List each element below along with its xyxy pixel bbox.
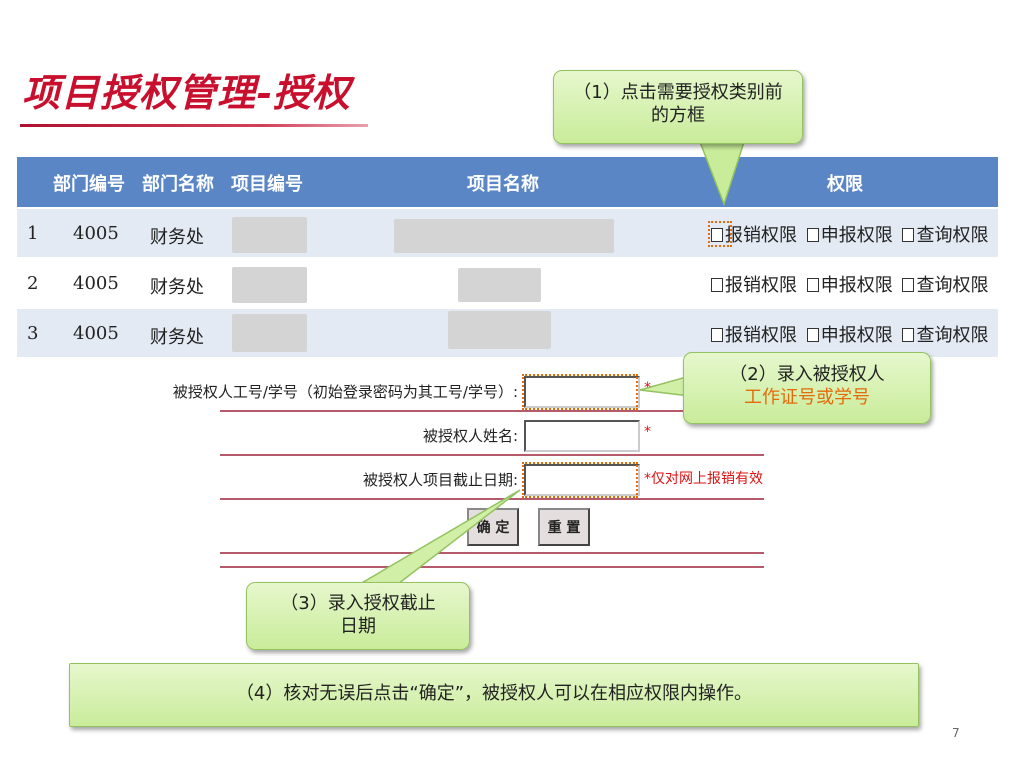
permission-label: 查询权限 <box>916 225 989 246</box>
header-dept-code: 部门编号 <box>53 174 125 195</box>
table-row: 3 4005 财务处 报销权限 申报权限 查询权限 <box>17 307 998 357</box>
form-row-buttons: 确 定 重 置 <box>220 502 764 554</box>
checkbox-icon[interactable] <box>806 328 819 342</box>
page-number: 7 <box>952 726 960 740</box>
redacted-project-name <box>394 219 614 253</box>
checkbox-icon[interactable] <box>806 278 819 292</box>
permission-options: 报销权限 申报权限 查询权限 <box>711 271 992 297</box>
redacted-project-code <box>232 217 307 253</box>
row-index: 2 <box>27 273 39 294</box>
authorization-form: 被授权人工号/学号（初始登录密码为其工号/学号）: * 被授权人姓名: * 被授… <box>173 362 764 570</box>
slide-title: 项目授权管理-授权 <box>22 70 351 115</box>
permission-options: 报销权限 申报权限 查询权限 <box>711 321 992 347</box>
checkbox-icon[interactable] <box>902 278 915 292</box>
permission-declare-checkbox[interactable]: 申报权限 <box>806 325 893 346</box>
permission-label: 报销权限 <box>725 225 797 246</box>
row-dept-code: 4005 <box>73 223 119 244</box>
required-mark: * <box>644 380 651 396</box>
redacted-project-name <box>448 311 551 349</box>
permission-declare-checkbox[interactable]: 申报权限 <box>806 275 893 296</box>
permission-label: 申报权限 <box>820 225 893 246</box>
table-row: 1 4005 财务处 报销权限 申报权限 查询权限 <box>17 207 998 257</box>
callout-step3: （3）录入授权截止日期 <box>246 582 470 650</box>
checkbox-icon[interactable] <box>806 228 819 242</box>
form-bottom-line <box>220 566 764 568</box>
checkbox-icon[interactable] <box>711 328 723 342</box>
checkbox-icon[interactable] <box>711 228 723 242</box>
table-header: 部门编号 部门名称 项目编号 项目名称 权限 <box>17 157 998 207</box>
name-label: 被授权人姓名: <box>422 427 518 445</box>
form-row-id: 被授权人工号/学号（初始登录密码为其工号/学号）: * <box>173 370 764 412</box>
header-dept-name: 部门名称 <box>142 174 214 195</box>
permission-reimburse-checkbox[interactable]: 报销权限 <box>711 325 797 346</box>
callout-step2-line2: 工作证号或学号 <box>744 387 870 408</box>
permission-reimburse-checkbox[interactable]: 报销权限 <box>711 275 797 296</box>
callout-step2: （2）录入被授权人 工作证号或学号 <box>683 352 931 424</box>
row-dept-name: 财务处 <box>150 227 204 248</box>
table-row: 2 4005 财务处 报销权限 申报权限 查询权限 <box>17 257 998 307</box>
form-row-name: 被授权人姓名: * <box>220 414 764 456</box>
required-mark: * <box>644 424 651 440</box>
callout-step2-line1: （2）录入被授权人 <box>729 364 885 385</box>
redacted-project-name <box>458 268 541 302</box>
permission-label: 申报权限 <box>820 325 893 346</box>
callout-step4-text: （4）核对无误后点击“确定”，被授权人可以在相应权限内操作。 <box>235 683 753 704</box>
date-label: 被授权人项目截止日期: <box>362 471 518 489</box>
permission-label: 查询权限 <box>916 275 989 296</box>
callout-step3-text: （3）录入授权截止日期 <box>280 593 436 637</box>
redacted-project-code <box>232 267 307 303</box>
date-note: *仅对网上报销有效 <box>644 471 763 487</box>
confirm-button[interactable]: 确 定 <box>467 508 519 546</box>
permission-query-checkbox[interactable]: 查询权限 <box>902 225 988 246</box>
permission-declare-checkbox[interactable]: 申报权限 <box>806 225 893 246</box>
title-underline <box>20 124 368 127</box>
header-project-name: 项目名称 <box>467 174 539 195</box>
permission-label: 报销权限 <box>725 275 797 296</box>
permission-label: 查询权限 <box>916 325 989 346</box>
permission-query-checkbox[interactable]: 查询权限 <box>902 275 988 296</box>
permission-options: 报销权限 申报权限 查询权限 <box>711 221 992 247</box>
expiry-date-input[interactable] <box>524 464 640 496</box>
checkbox-icon[interactable] <box>711 278 723 292</box>
checkbox-icon[interactable] <box>902 328 915 342</box>
permission-label: 报销权限 <box>725 325 797 346</box>
redacted-project-code <box>232 314 307 352</box>
callout-step4: （4）核对无误后点击“确定”，被授权人可以在相应权限内操作。 <box>69 663 919 727</box>
employee-id-input[interactable] <box>524 376 640 408</box>
authorization-table: 部门编号 部门名称 项目编号 项目名称 权限 1 4005 财务处 报销权限 申… <box>17 157 998 357</box>
row-dept-name: 财务处 <box>150 277 204 298</box>
permission-label: 申报权限 <box>820 275 893 296</box>
row-index: 1 <box>27 223 39 244</box>
checkbox-icon[interactable] <box>902 228 915 242</box>
row-dept-name: 财务处 <box>150 327 204 348</box>
permission-reimburse-checkbox[interactable]: 报销权限 <box>711 225 797 246</box>
name-input[interactable] <box>524 420 640 452</box>
header-project-code: 项目编号 <box>231 174 303 195</box>
row-dept-code: 4005 <box>73 323 119 344</box>
id-label: 被授权人工号/学号（初始登录密码为其工号/学号）: <box>172 383 518 401</box>
form-row-date: 被授权人项目截止日期: *仅对网上报销有效 <box>220 458 764 500</box>
header-permission: 权限 <box>827 174 863 195</box>
callout-step1: （1）点击需要授权类别前的方框 <box>553 70 803 144</box>
callout-step1-text: （1）点击需要授权类别前的方框 <box>573 82 783 126</box>
permission-query-checkbox[interactable]: 查询权限 <box>902 325 988 346</box>
row-index: 3 <box>27 323 39 344</box>
reset-button[interactable]: 重 置 <box>538 508 590 546</box>
row-dept-code: 4005 <box>73 273 119 294</box>
